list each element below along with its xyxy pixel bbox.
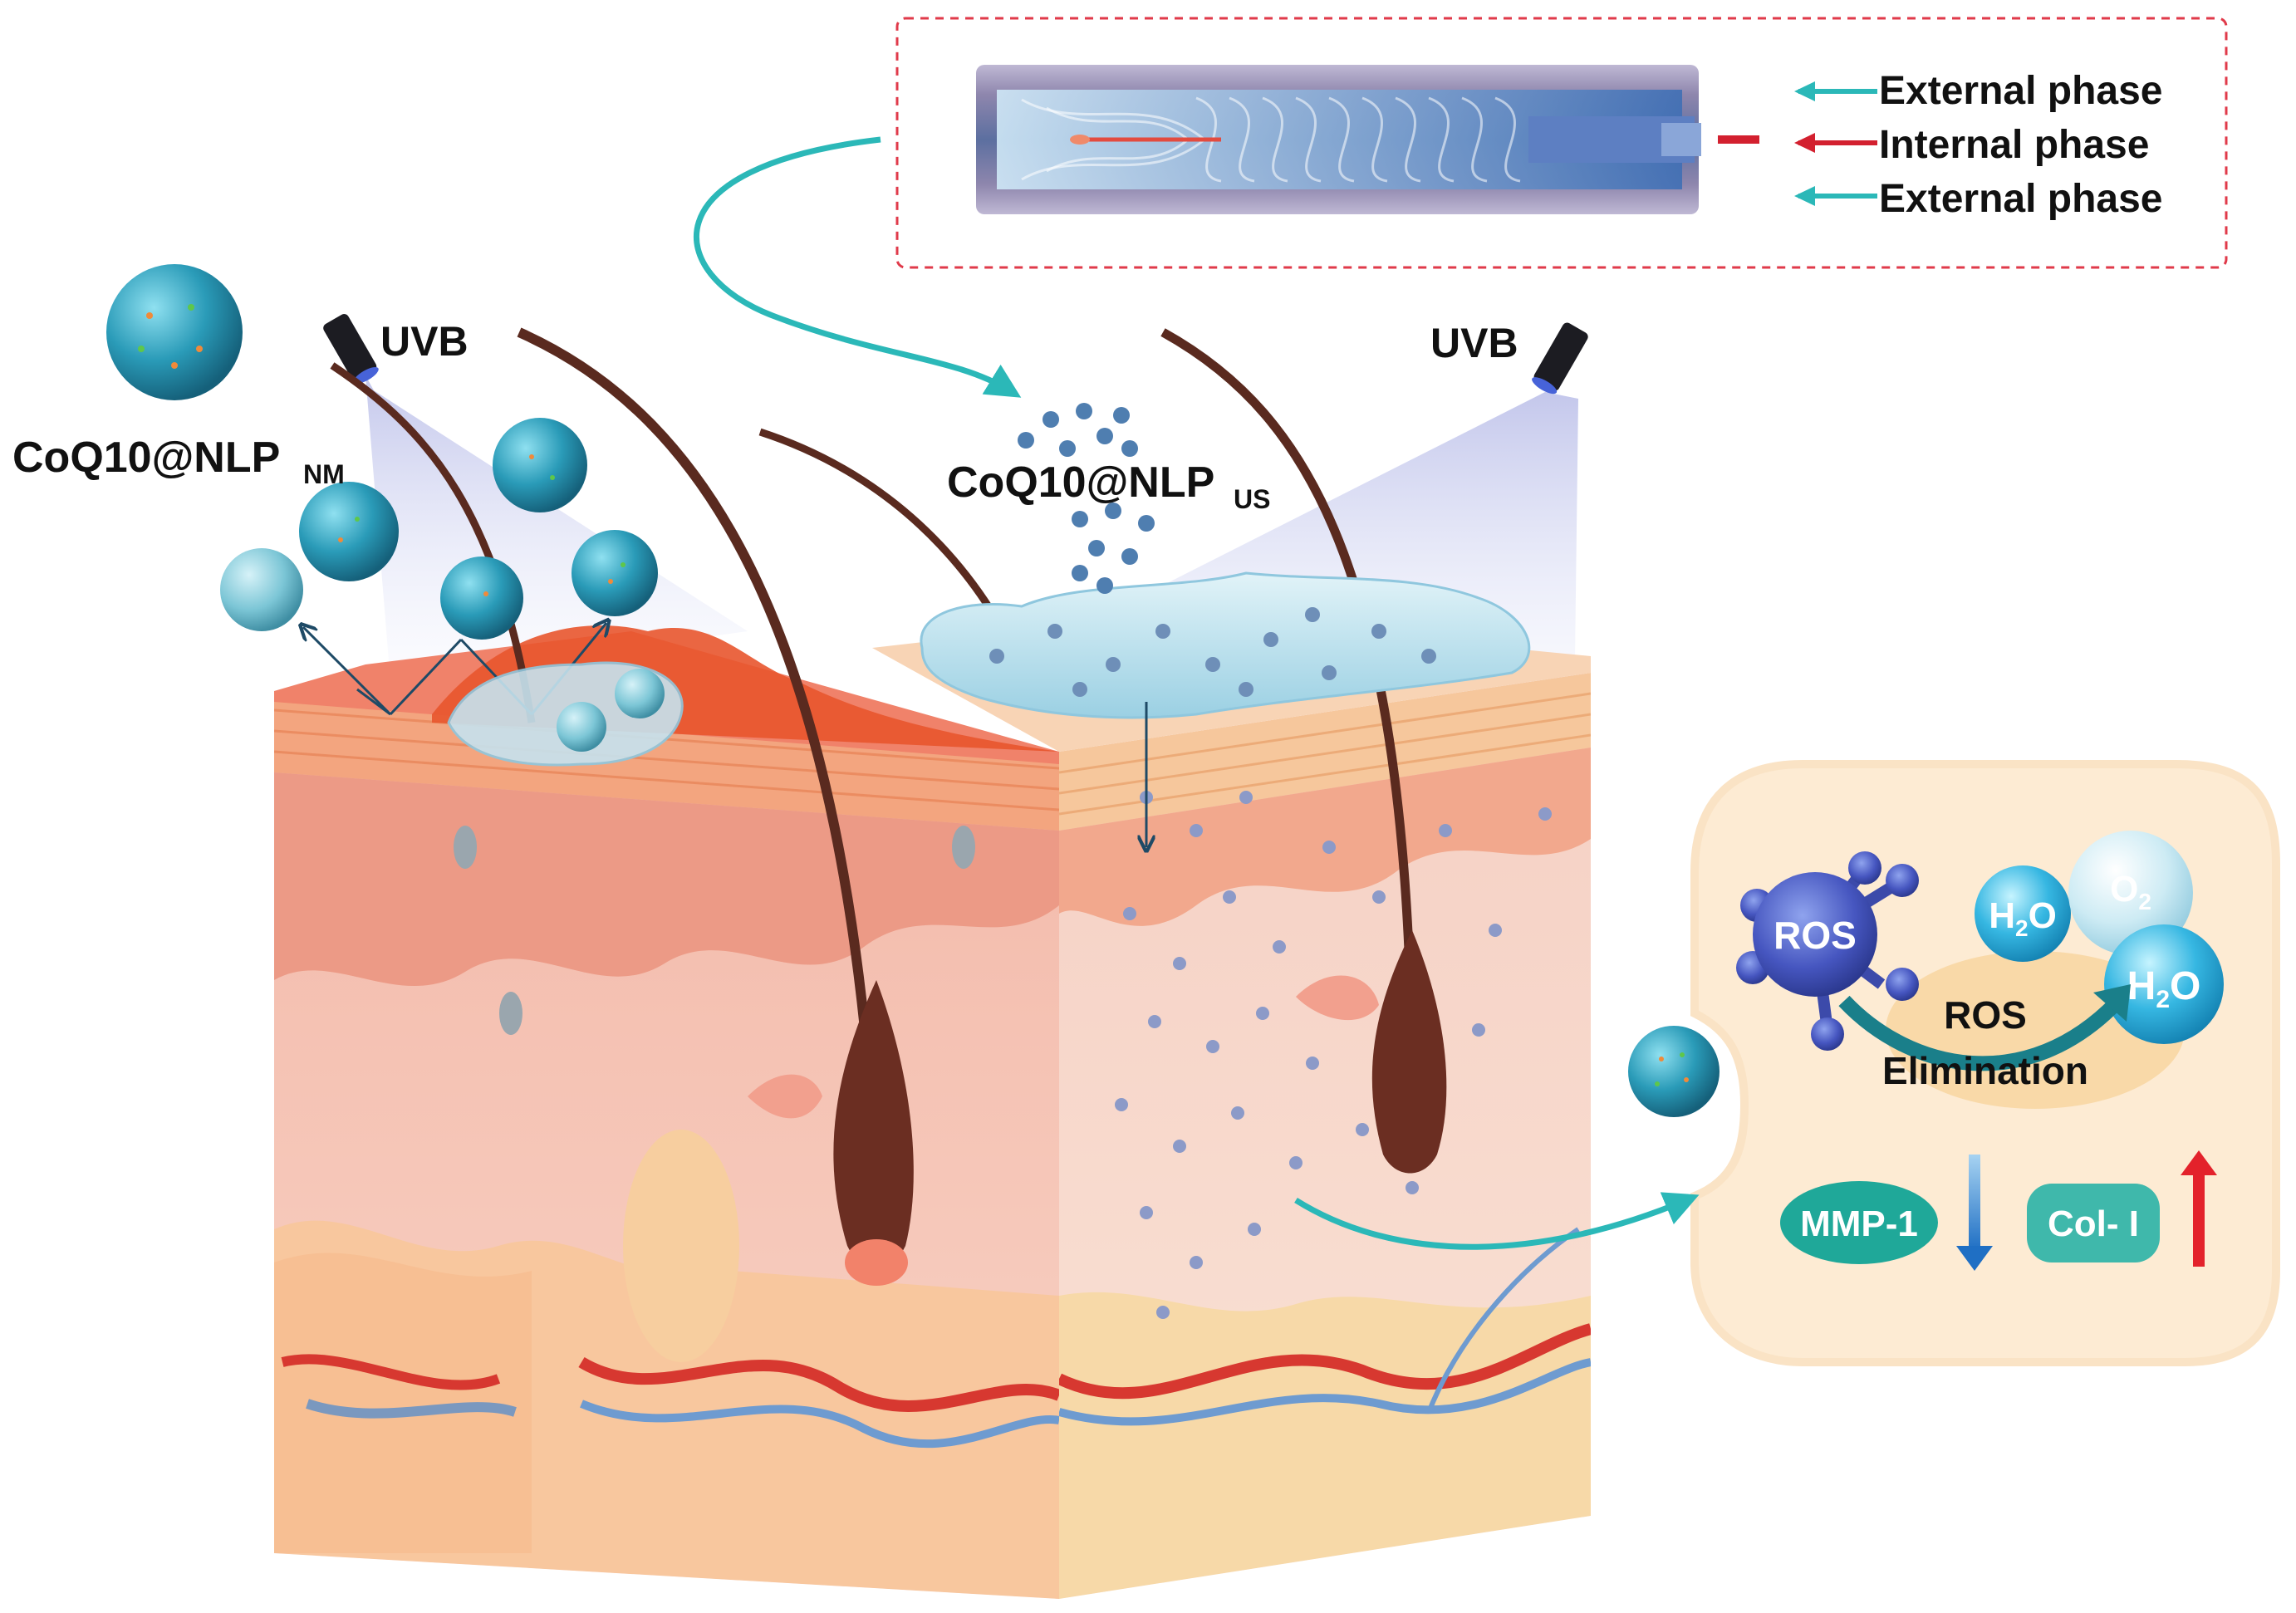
col1-badge: Col- I [2027,1184,2160,1262]
follicle-left [833,980,914,1271]
uvb-label-right: UVB [1430,320,1518,366]
gel-particles [989,607,1436,697]
mmp1-badge: MMP-1 [1780,1181,1938,1264]
nlp-us-label-sub: US [1234,484,1270,514]
ros-molecule: ROS [1736,851,1919,1051]
nlp-us-gel [920,571,1531,719]
external-phase-arrow-top [1794,81,1877,101]
ros-elimination-label-2: Elimination [1882,1049,2088,1092]
col1-label: Col- I [2048,1204,2139,1244]
microfluidic-inset: External phase Internal phase External p… [895,17,2228,269]
ros-elimination-arrow [1838,995,2124,1071]
ros-label: ROS [1774,914,1857,957]
water-top-sub: 2 [2015,915,2029,941]
oxygen-o: O [2110,869,2138,909]
nlp-nm-droplet [447,661,684,767]
penetrating-particles [1115,791,1552,1319]
hair-1 [330,362,536,723]
follicle-right [1371,930,1447,1174]
water-bottom-o: O [2170,964,2200,1008]
nlp-nm-particle-large [106,264,243,400]
water-top-h: H [1989,895,2015,936]
ros-elimination-label-1: ROS [1944,993,2027,1037]
external-phase-label-bottom: External phase [1879,177,2162,221]
col1-up-arrow [2181,1150,2217,1267]
hair-2 [517,327,881,1180]
mmp1-label: MMP-1 [1800,1204,1918,1244]
nlp-nm-label: CoQ10@NLP NM [12,434,345,489]
nlp-nm-label-sub: NM [303,459,345,489]
svg-text:O2: O2 [2110,869,2151,914]
coaxial-device-icon [976,65,1759,214]
inset-to-particles-arrow [694,136,1022,398]
water-top-o: O [2029,895,2057,936]
oxygen-sub: 2 [2138,889,2151,914]
water-bottom-h: H [2127,964,2156,1008]
water-molecule-bottom: H2O [2104,924,2224,1044]
external-phase-label-top: External phase [1879,69,2162,113]
nlp-us-particles [1018,403,1155,594]
nlp-nm-particles [220,418,658,640]
oxygen-molecule: O2 [2068,831,2193,955]
inset-frame [895,17,2228,269]
external-phase-arrow-bottom [1794,186,1877,206]
water-bottom-sub: 2 [2156,986,2170,1013]
nlp-nm-label-main: CoQ10@NLP [12,434,280,482]
skin-to-cell-arrow [1294,1192,1700,1250]
nlp-particle-entering [1628,1026,1720,1117]
hair-4 [1160,328,1417,1106]
internal-phase-arrow [1794,133,1877,153]
internal-phase-label: Internal phase [1879,123,2149,167]
nlp-us-label: CoQ10@NLP US [947,458,1270,514]
svg-text:H2O: H2O [1989,895,2057,941]
cell-panel: ROS H2O O2 H2O ROS Elimination MMP-1 [1628,760,2280,1366]
water-molecule-top: H2O [1975,865,2071,962]
mmp1-down-arrow [1956,1155,1993,1271]
uvb-label-left: UVB [380,318,469,365]
nlp-us-label-main: CoQ10@NLP [947,458,1214,507]
svg-text:H2O: H2O [2127,964,2201,1013]
